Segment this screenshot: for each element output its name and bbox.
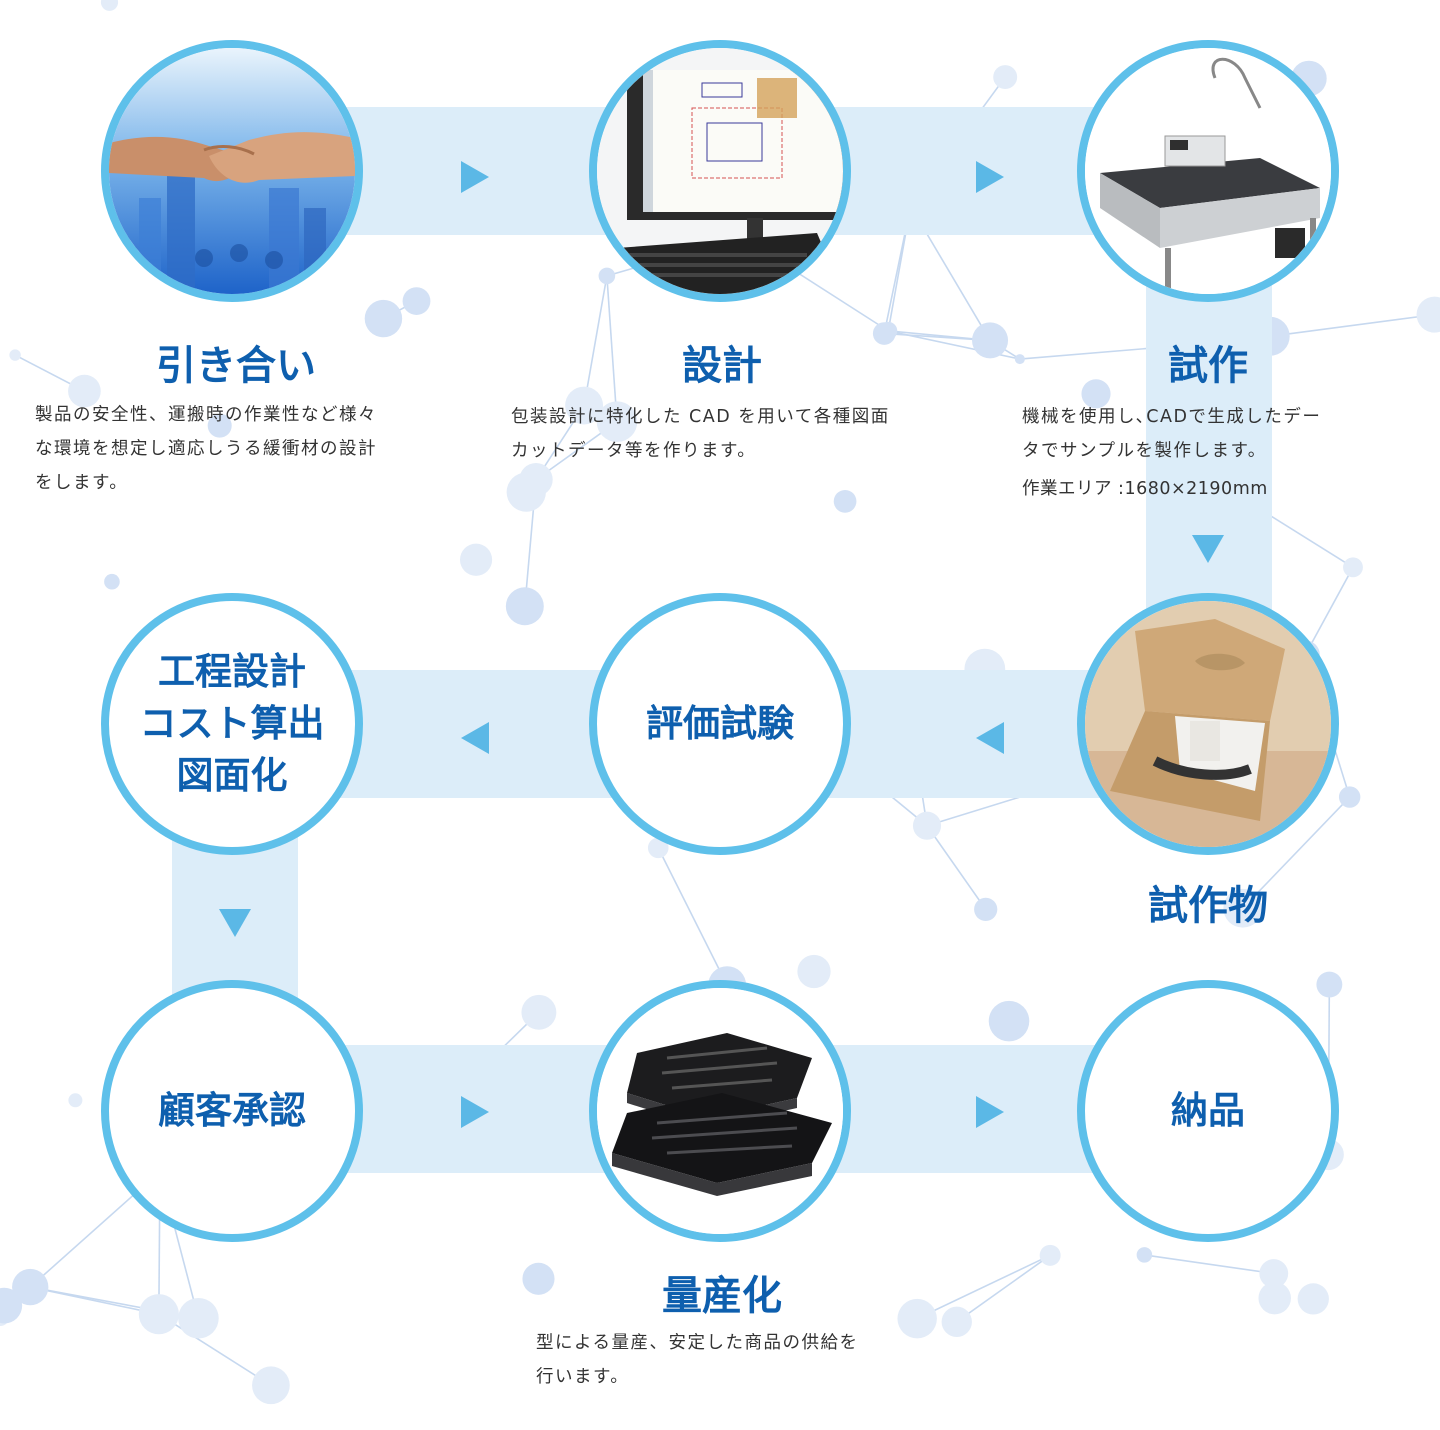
- arrow-down-icon: [1192, 535, 1224, 563]
- molecule-node: [138, 1294, 179, 1335]
- arrow-right-icon: [461, 161, 489, 193]
- desc-line: タでサンプルを製作します。: [1022, 441, 1267, 461]
- molecule-node: [833, 489, 857, 513]
- molecule-node: [207, 413, 232, 438]
- molecule-node: [506, 472, 546, 512]
- molecule-node: [974, 897, 998, 921]
- desc-line: カットデータ等を作ります。: [511, 441, 757, 461]
- molecule-node: [1343, 557, 1363, 578]
- molecule-node: [68, 1093, 83, 1108]
- molecule-node: [972, 322, 1009, 359]
- node-process-design: 工程設計 コスト算出 図面化: [101, 593, 363, 855]
- molecule-node: [100, 0, 119, 11]
- molecule-node: [1136, 1247, 1153, 1263]
- molecule-bond: [30, 1286, 160, 1315]
- cutting-machine-photo-icon: [1085, 48, 1331, 294]
- molecule-bond: [926, 825, 987, 910]
- node-approval: 顧客承認: [101, 980, 363, 1242]
- step-title-prototype-item: 試作物: [1148, 883, 1268, 929]
- desc-line: 機械を使用し､CADで生成したデー: [1022, 407, 1322, 427]
- node-label-delivery: 納品: [1171, 1089, 1245, 1132]
- molecule-node: [1297, 1283, 1329, 1315]
- desc-line: 行います。: [536, 1367, 630, 1387]
- arrow-left-icon: [461, 722, 489, 754]
- step-title-prototype: 試作: [1168, 343, 1248, 389]
- molecule-node: [68, 374, 101, 408]
- molecule-node: [1316, 971, 1343, 998]
- molecule-node: [993, 65, 1018, 90]
- molecule-node: [521, 994, 557, 1030]
- desc-line: 製品の安全性、運搬時の作業性など様々: [35, 405, 377, 425]
- molecule-bond: [158, 1313, 272, 1386]
- molecule-node: [12, 1268, 49, 1306]
- desc-line: 型による量産、安定した商品の供給を: [536, 1333, 859, 1353]
- molecule-node: [252, 1366, 290, 1405]
- node-label-evaluation: 評価試験: [646, 702, 794, 745]
- arrow-down-icon: [219, 909, 251, 937]
- molecule-bond: [657, 847, 728, 986]
- molecule-node: [596, 401, 638, 442]
- node-label-process-design: 工程設計 コスト算出 図面化: [139, 650, 325, 797]
- molecule-bond: [583, 275, 608, 406]
- node-prototype-item: [1077, 593, 1339, 855]
- molecule-node: [1223, 888, 1263, 928]
- molecule-bond: [956, 1254, 1051, 1323]
- work-area-note: 作業エリア :1680×2190mm: [1022, 479, 1268, 499]
- molecule-node: [647, 837, 669, 859]
- desc-line: な環境を想定し適応しうる緩衝材の設計: [35, 439, 377, 459]
- molecule-node: [459, 543, 493, 576]
- molecule-node: [9, 349, 21, 361]
- step-desc-design: 包装設計に特化した CAD を用いて各種図面 カットデータ等を作ります。: [511, 400, 890, 468]
- node-label-approval: 顧客承認: [158, 1089, 306, 1132]
- molecule-node: [941, 1306, 972, 1337]
- molecule-bond: [1144, 1254, 1274, 1275]
- step-title-inquiry: 引き合い: [156, 343, 316, 389]
- molecule-node: [364, 299, 403, 338]
- molecule-node: [402, 287, 431, 315]
- node-delivery: 納品: [1077, 980, 1339, 1242]
- step-title-mass-production: 量産化: [662, 1273, 782, 1319]
- molecule-node: [1416, 296, 1440, 333]
- handshake-photo-icon: [109, 48, 355, 294]
- step-title-design: 設計: [682, 343, 762, 389]
- molecule-node: [897, 1298, 937, 1339]
- arrow-right-icon: [976, 161, 1004, 193]
- desc-line: をします。: [35, 473, 129, 493]
- node-design: [589, 40, 851, 302]
- molecule-bond: [1270, 313, 1435, 338]
- desc-line: 包装設計に特化した CAD を用いて各種図面: [511, 407, 890, 427]
- molecule-node: [178, 1297, 219, 1339]
- step-desc-mass-production: 型による量産、安定した商品の供給を 行います。: [536, 1326, 858, 1394]
- molecule-node: [1014, 354, 1025, 365]
- molecule-bond: [606, 275, 618, 422]
- node-inquiry: [101, 40, 363, 302]
- node-prototype: [1077, 40, 1339, 302]
- molecule-node: [505, 587, 544, 626]
- molecule-node: [522, 1262, 555, 1295]
- molecule-node: [565, 386, 604, 425]
- molecule-bond: [1242, 796, 1351, 909]
- molecule-node: [912, 811, 942, 840]
- molecule-node: [1258, 1281, 1291, 1315]
- molecule-bond: [916, 1254, 1051, 1320]
- molecule-node: [104, 573, 120, 590]
- plastic-tray-photo-icon: [597, 988, 843, 1234]
- molecule-node: [1259, 1259, 1289, 1288]
- arrow-right-icon: [976, 1096, 1004, 1128]
- molecule-node: [1338, 786, 1361, 808]
- arrow-left-icon: [976, 722, 1004, 754]
- molecule-node: [797, 954, 831, 989]
- arrow-right-icon: [461, 1096, 489, 1128]
- step-desc-inquiry: 製品の安全性、運搬時の作業性など様々 な環境を想定し適応しうる緩衝材の設計 をし…: [35, 398, 377, 500]
- node-mass-production: [589, 980, 851, 1242]
- molecule-node: [988, 1000, 1030, 1042]
- step-desc-prototype: 機械を使用し､CADで生成したデー タでサンプルを製作します。 作業エリア :1…: [1022, 400, 1321, 506]
- molecule-node: [879, 321, 898, 340]
- molecule-node: [1081, 379, 1111, 409]
- computer-cad-photo-icon: [597, 48, 843, 294]
- cardboard-box-photo-icon: [1085, 601, 1331, 847]
- node-evaluation: 評価試験: [589, 593, 851, 855]
- molecule-node: [1039, 1244, 1061, 1266]
